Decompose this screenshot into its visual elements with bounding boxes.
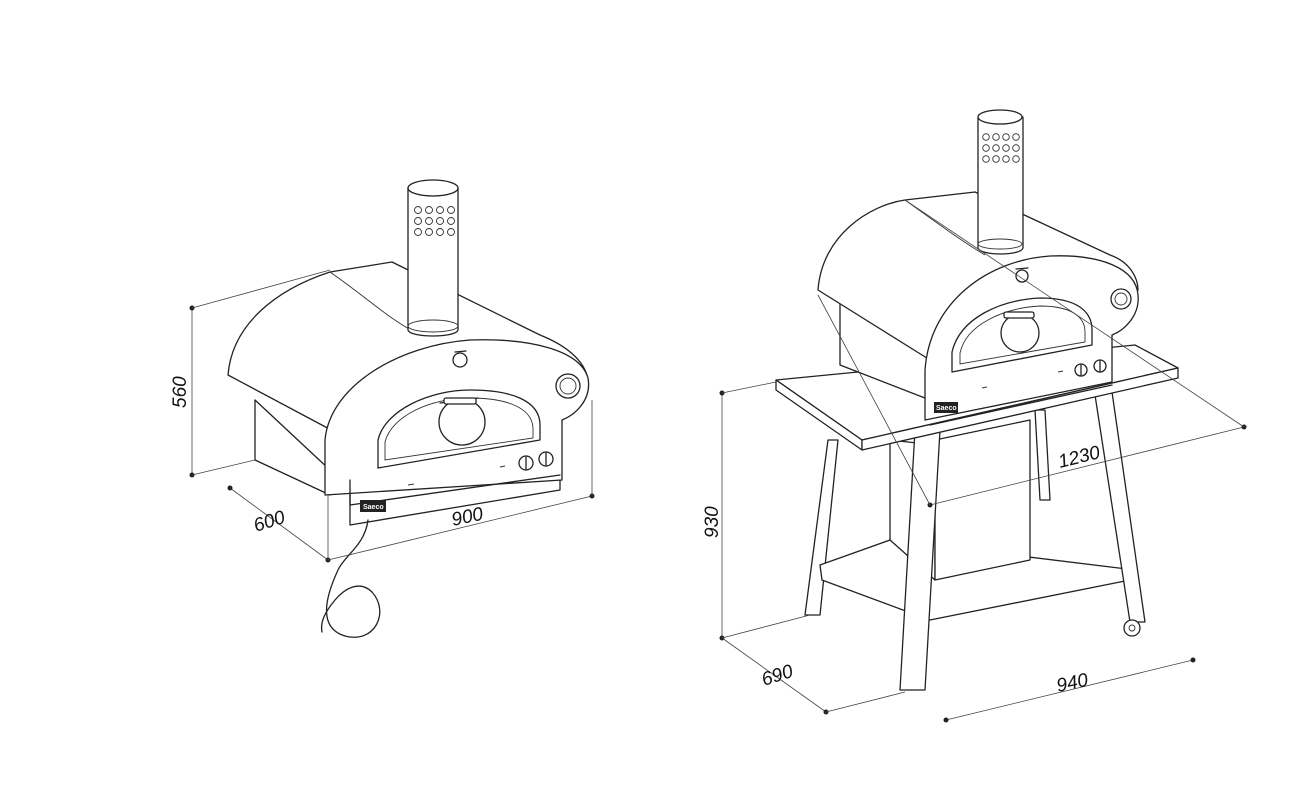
dimension-depth-label: 690 [759, 661, 796, 691]
dimension-lines [719, 199, 1247, 723]
brand-plate [360, 500, 386, 512]
stand-leg-back-left [804, 439, 839, 616]
oven-window [438, 398, 486, 446]
brand-plate-label: Saeco [936, 405, 957, 412]
oven-with-stand: Saeco 930 [702, 109, 1247, 723]
oven-porthole [555, 373, 581, 399]
thermometer-icon [1015, 269, 1029, 283]
brand-plate-label: Saeco [363, 504, 384, 511]
dimension-width-label: 940 [1055, 670, 1091, 697]
chimney [407, 179, 459, 337]
oven-window [1000, 313, 1040, 353]
dimension-lines [189, 269, 595, 563]
thermometer-icon [452, 352, 468, 368]
stand-wheel [1123, 619, 1141, 637]
chimney [977, 109, 1024, 255]
dimension-depth-label: 600 [251, 507, 288, 537]
dimension-diagonal-label: 1230 [1056, 442, 1103, 473]
stand-leg-back-right [1034, 409, 1051, 501]
oven-standalone: Saeco 560 600 90 [170, 179, 595, 638]
oven-porthole [1110, 288, 1132, 310]
gas-hose [320, 519, 381, 638]
dimension-height-label: 560 [170, 376, 191, 408]
stand-leg-front-right [1094, 391, 1146, 623]
dimension-height-label: 930 [702, 506, 723, 538]
brand-plate [934, 402, 958, 413]
